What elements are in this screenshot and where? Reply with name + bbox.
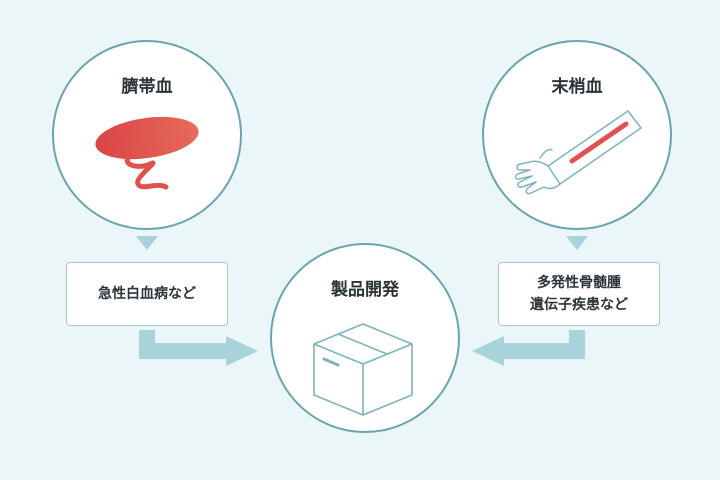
box-icon [313,323,413,416]
product-development-title: 製品開発 [331,280,399,300]
left-down-pointer [136,236,158,250]
right-flow-arrow [472,330,585,366]
umbilical-cord-blood-title: 臍帯血 [121,77,173,97]
right-disease-line-2: 遺伝子疾患など [530,297,628,313]
peripheral-blood-title: 末梢血 [551,77,603,97]
umbilical-cord-blood-circle: 臍帯血 [52,40,242,230]
arm-icon [514,110,642,195]
right-disease-label: 多発性骨髄腫 遺伝子疾患など [498,262,660,326]
right-down-pointer [566,236,588,250]
peripheral-blood-circle: 末梢血 [482,40,672,230]
left-flow-arrow [139,330,258,366]
product-development-circle: 製品開発 [270,243,460,433]
placenta-icon [95,116,199,190]
right-disease-line-1: 多発性骨髄腫 [537,275,621,291]
left-disease-label: 急性白血病など [66,262,228,326]
left-disease-text: 急性白血病など [98,286,196,302]
